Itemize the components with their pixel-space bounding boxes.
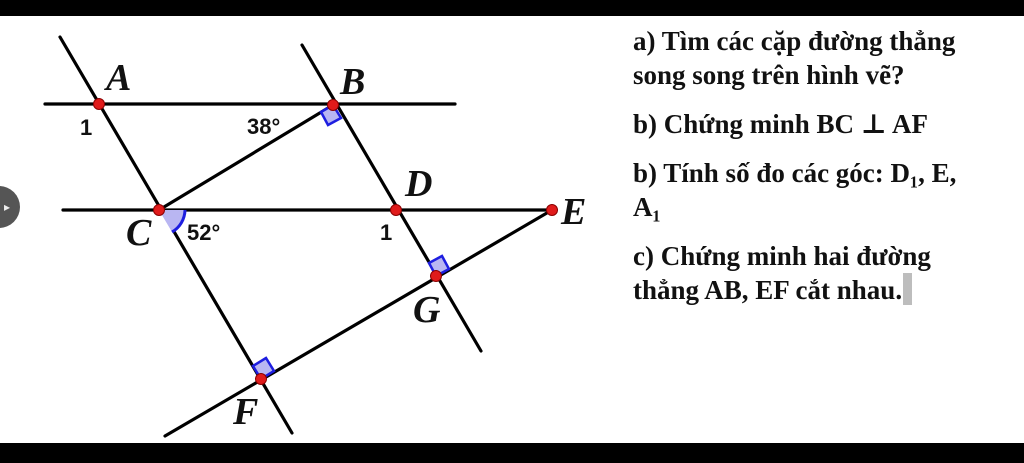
angle-label-38: 38°: [247, 114, 280, 139]
angle-index-a1: 1: [80, 115, 92, 140]
label-a: A: [104, 57, 131, 99]
angle-label-52: 52°: [187, 220, 220, 245]
point-a: [93, 98, 105, 110]
question-b1-line: b) Chứng minh BC ⊥ AF: [633, 109, 928, 139]
question-a: a) Tìm các cặp đường thẳng song song trê…: [633, 24, 1003, 92]
question-c-line2: thẳng AB, EF cắt nhau.: [633, 273, 1003, 307]
chevron-right-icon: ▸: [4, 200, 11, 214]
question-c-line1: c) Chứng minh hai đường: [633, 241, 931, 271]
label-c: C: [126, 212, 152, 254]
label-e: E: [560, 191, 586, 233]
question-b2-line1: b) Tính số đo các góc: D₁, E,: [633, 158, 957, 188]
point-f: [255, 373, 267, 385]
segment-bc: [157, 103, 335, 212]
side-nav-button[interactable]: ▸: [0, 186, 20, 228]
question-b2-line2: A₁: [633, 192, 661, 222]
angle-arc-c: [171, 209, 187, 234]
question-c-line2-text: thẳng AB, EF cắt nhau.: [633, 275, 903, 305]
line-bdg: [300, 43, 483, 353]
questions-text: a) Tìm các cặp đường thẳng song song trê…: [633, 24, 1003, 322]
point-g: [430, 270, 442, 282]
question-a-line1: a) Tìm các cặp đường thẳng: [633, 26, 956, 56]
angle-index-d1: 1: [380, 220, 392, 245]
question-b2: b) Tính số đo các góc: D₁, E, A₁: [633, 156, 1003, 224]
line-ef: [163, 208, 554, 438]
label-b: B: [339, 61, 365, 103]
label-d: D: [404, 163, 432, 205]
label-f: F: [232, 391, 258, 433]
question-a-line2: song song trên hình vẽ?: [633, 60, 905, 90]
text-cursor: [903, 273, 913, 305]
point-b: [327, 99, 339, 111]
point-d: [390, 204, 402, 216]
label-g: G: [413, 289, 441, 331]
question-b1: b) Chứng minh BC ⊥ AF: [633, 107, 1003, 141]
question-c: c) Chứng minh hai đường thẳng AB, EF cắt…: [633, 239, 1003, 307]
point-c: [153, 204, 165, 216]
point-e: [546, 204, 558, 216]
